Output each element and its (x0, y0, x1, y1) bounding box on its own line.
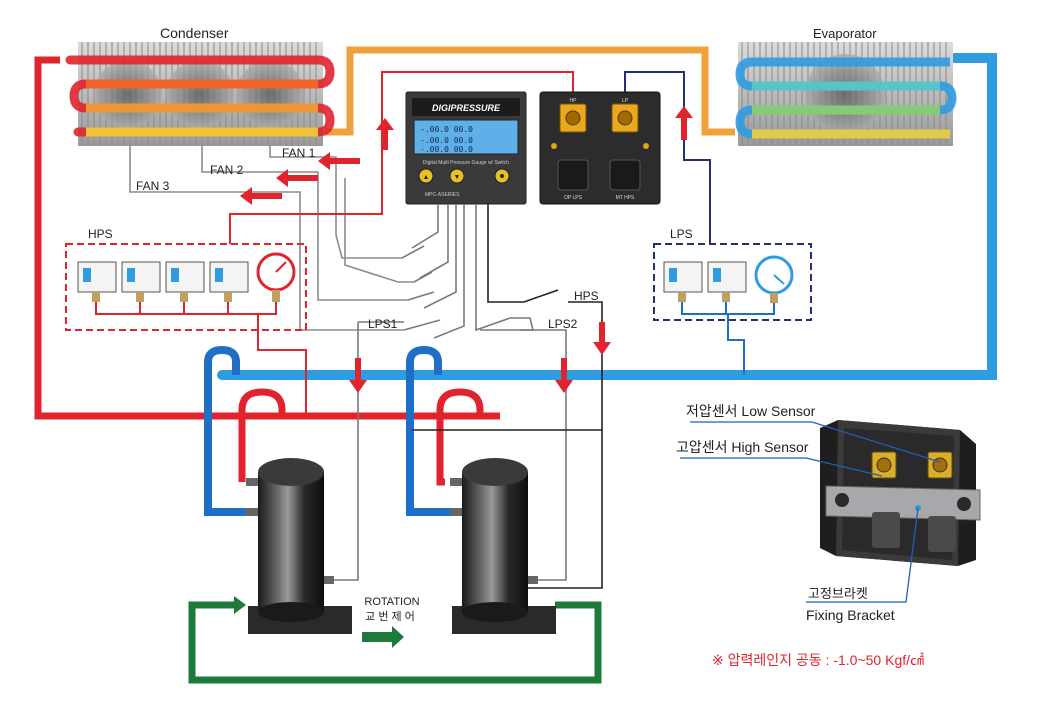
lps1-arrow (349, 358, 367, 393)
evaporator-label: Evaporator (813, 26, 877, 41)
liquid-line (325, 46, 735, 136)
condenser-label: Condenser (160, 25, 229, 41)
fan2-arrow (276, 169, 318, 187)
lps-group-label: LPS (670, 227, 693, 241)
lps-switch-1 (663, 261, 703, 302)
sensor-module-photo (820, 420, 981, 566)
svg-text:▲: ▲ (423, 174, 430, 181)
controller-subtitle: Digital Multi Pressure Gauge w/ Switch (423, 160, 509, 166)
lps-up-arrow (675, 106, 693, 140)
pressure-range-note: ※ 압력레인지 공동 : -1.0~50 Kgf/㎠ (712, 652, 924, 668)
fan3-label: FAN 3 (136, 179, 170, 193)
lps2-label: LPS2 (548, 317, 578, 331)
hps-switch-4 (209, 261, 249, 302)
compressor-2 (450, 458, 556, 634)
hps-switch-wire (412, 204, 603, 589)
compressor2-suction-loop (406, 345, 450, 516)
svg-text:-.00.0 00.0: -.00.0 00.0 (420, 125, 473, 134)
bracket-label: Fixing Bracket (806, 607, 895, 623)
hps-up-arrow (376, 118, 394, 150)
lps2-arrow (555, 358, 573, 393)
digipressure-controller: DIGIPRESSURE -.00.0 00.0 -.00.0 00.0 -.0… (405, 91, 527, 205)
hps-switch-3 (165, 261, 205, 302)
high-sensor-label: 고압센서 High Sensor (676, 439, 809, 455)
rotation-arrow-right (362, 626, 404, 648)
fan2-label: FAN 2 (210, 163, 244, 177)
hp-port-label: HP (570, 98, 578, 104)
svg-text:▼: ▼ (454, 174, 461, 181)
hps-switch-label: HPS (574, 289, 599, 303)
mt-hps-label: MT HPS (616, 195, 635, 201)
op-lps-label: OP LPS (564, 195, 583, 201)
rotation-loop (188, 601, 602, 684)
rotation-arrow-left (234, 596, 246, 614)
controller-brand: DIGIPRESSURE (432, 103, 501, 113)
lps1-label: LPS1 (368, 317, 398, 331)
hps-switch-2 (121, 261, 161, 302)
svg-text:-.00.0 00.0: -.00.0 00.0 (420, 136, 473, 145)
suction-main-line (217, 53, 997, 380)
low-sensor-label: 저압센서 Low Sensor (686, 403, 816, 419)
compressor1-suction-loop (204, 345, 248, 516)
hps-gauge (256, 252, 296, 302)
fan-wires (129, 146, 414, 331)
lps-switch-2 (707, 261, 747, 302)
condenser-coil (65, 42, 335, 146)
hp-signal-line (229, 71, 574, 244)
rotation-label: ROTATION (364, 596, 419, 608)
svg-text:-.00.0 00.0: -.00.0 00.0 (420, 145, 473, 154)
compressor-1 (246, 458, 352, 634)
rotation-label-korean: 교 번 제 어 (365, 610, 415, 623)
bracket-label-korean: 고정브라켓 (808, 586, 868, 601)
hps-group (65, 243, 307, 416)
sensor-panel: HP LP OP LPS MT HPS (539, 91, 661, 205)
down-button[interactable] (449, 168, 465, 184)
up-button[interactable] (418, 168, 434, 184)
controller-model: MPC-ASERIES (425, 192, 460, 198)
hps-group-label: HPS (88, 227, 113, 241)
fan1-label: FAN 1 (282, 146, 316, 160)
fan3-arrow (240, 187, 282, 205)
lp-port-label: LP (622, 98, 629, 104)
hps-switch-1 (77, 261, 117, 302)
evaporator-coil (735, 42, 957, 146)
relay-wires (332, 204, 567, 581)
hps-arrow (593, 322, 611, 355)
discharge-line (34, 56, 500, 420)
lps-group (653, 243, 812, 375)
callout-lines (680, 421, 941, 603)
compressor1-discharge-loop (238, 388, 286, 482)
lps-gauge (754, 255, 794, 303)
fan1-arrow (318, 152, 360, 170)
compressor2-discharge-loop (436, 388, 484, 486)
